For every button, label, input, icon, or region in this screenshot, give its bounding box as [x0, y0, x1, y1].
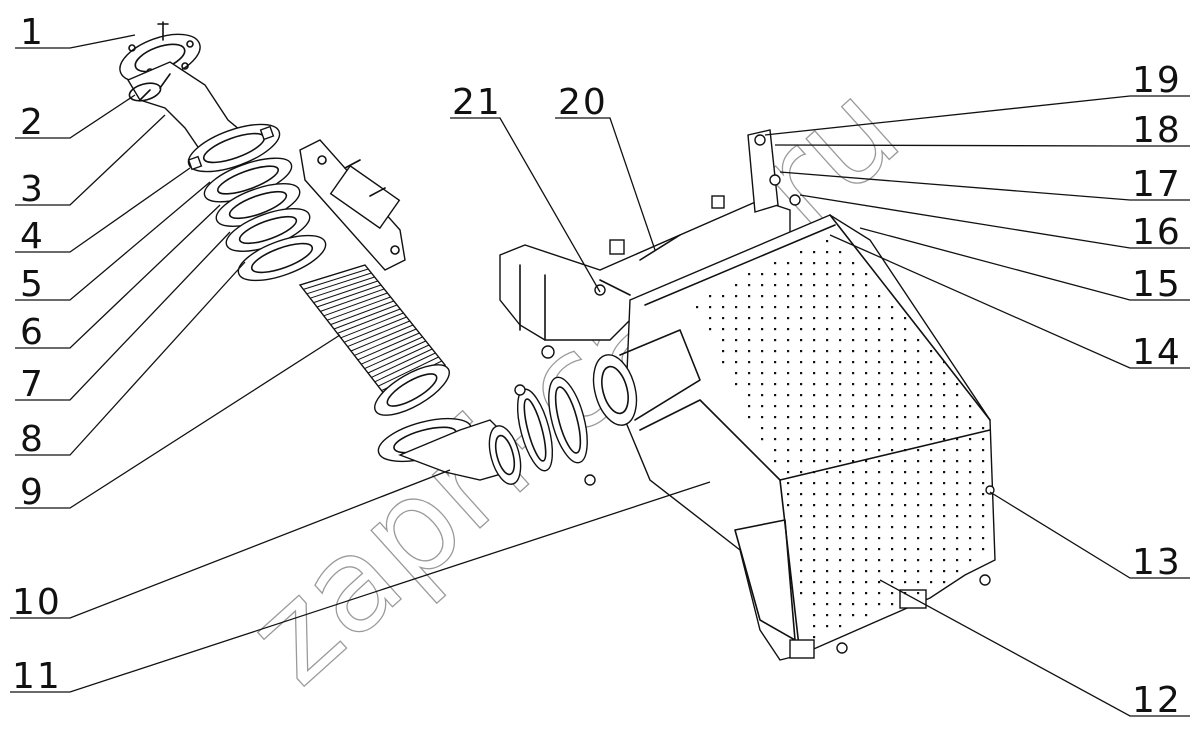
callout-15: 15	[1132, 264, 1182, 305]
leader-16	[799, 194, 1190, 249]
leader-17	[779, 171, 1190, 201]
callout-11: 11	[12, 656, 62, 697]
muffler-housing	[592, 214, 996, 661]
leader-8	[15, 261, 246, 456]
callout-18: 18	[1132, 110, 1182, 151]
leader-2	[15, 94, 136, 139]
callout-2: 2	[20, 102, 45, 143]
muffler-box	[499, 129, 996, 661]
leader-10	[10, 469, 451, 619]
callout-7: 7	[20, 364, 45, 405]
leader-6	[15, 204, 221, 349]
callout-17: 17	[1132, 164, 1182, 205]
leader-20	[555, 117, 656, 251]
callout-4: 4	[20, 216, 45, 257]
lower-elbow-pipe	[377, 417, 522, 485]
leader-1	[15, 34, 136, 49]
seal-rings	[203, 157, 327, 282]
callout-14: 14	[1132, 332, 1182, 373]
leader-18	[774, 144, 1190, 147]
upper-clamp-flange	[187, 123, 281, 173]
callout-3: 3	[20, 169, 45, 210]
leader-19	[764, 95, 1190, 136]
callout-1: 1	[20, 12, 45, 53]
leader-5	[15, 181, 211, 301]
leader-14	[829, 234, 1190, 369]
leader-7	[15, 231, 231, 401]
callout-10: 10	[12, 582, 62, 623]
callout-21: 21	[452, 82, 502, 123]
callout-12: 12	[1132, 680, 1182, 721]
callout-16: 16	[1132, 212, 1182, 253]
leader-3	[15, 114, 166, 206]
leader-13	[989, 491, 1190, 579]
callout-6: 6	[20, 312, 45, 353]
callout-20: 20	[558, 82, 608, 123]
leader-21	[450, 117, 601, 293]
v-band-clamp	[514, 376, 596, 486]
sensor-bracket	[299, 139, 406, 271]
callout-8: 8	[20, 419, 45, 460]
callout-13: 13	[1132, 542, 1182, 583]
callout-5: 5	[20, 264, 45, 305]
leader-12	[879, 579, 1190, 717]
leader-11	[10, 481, 711, 693]
callout-numbers: 1 2 3 4 5 6 7 8 9 10 11 12 13 14 15 16 1…	[12, 12, 1182, 721]
leader-lines	[10, 34, 1190, 717]
leader-9	[15, 334, 341, 509]
callout-19: 19	[1132, 60, 1182, 101]
exhaust-pipe-assembly	[119, 21, 596, 486]
leader-15	[859, 227, 1190, 301]
flex-pipe-lower-flange	[374, 364, 450, 416]
mounting-bracket	[499, 129, 801, 359]
flex-pipe	[298, 264, 447, 396]
callout-9: 9	[20, 472, 45, 513]
leader-4	[15, 167, 191, 253]
